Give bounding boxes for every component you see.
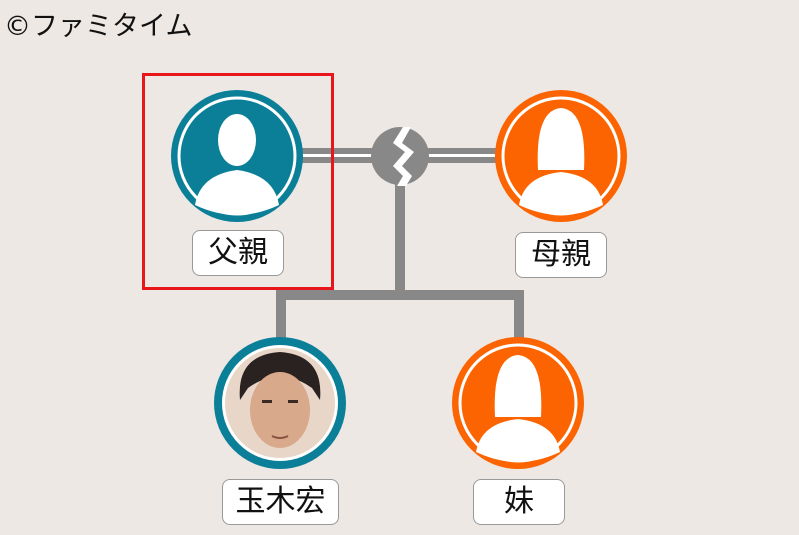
- person-photo: [239, 352, 321, 448]
- divorced-zigzag-icon: [371, 127, 429, 186]
- children-lines: [276, 170, 524, 340]
- highlight-box: [142, 73, 334, 290]
- copyright-credit: ©ファミタイム: [4, 11, 193, 42]
- avatar-father[interactable]: [171, 90, 303, 222]
- label-sister: 妹: [473, 479, 565, 525]
- avatar-sister[interactable]: [452, 337, 584, 469]
- label-tamaki-hiroshi: 玉木宏: [222, 479, 339, 525]
- avatar-mother[interactable]: [495, 90, 627, 222]
- label-mother: 母親: [515, 232, 607, 278]
- female-silhouette-icon: [476, 355, 560, 462]
- male-silhouette-icon: [195, 114, 279, 215]
- female-silhouette-icon: [519, 108, 603, 215]
- avatar-tamaki-hiroshi[interactable]: [214, 337, 346, 469]
- label-father: 父親: [192, 230, 284, 276]
